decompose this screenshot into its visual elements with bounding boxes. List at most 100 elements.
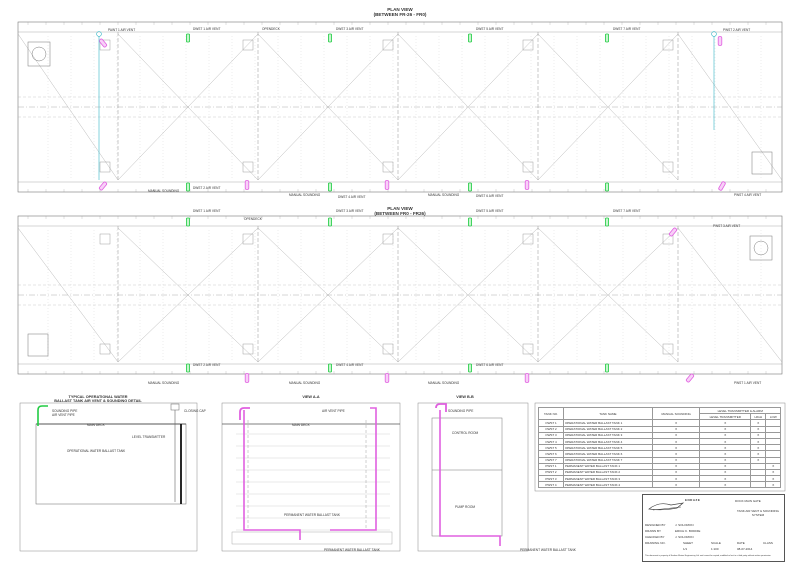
col-tank-name: TANK NAME	[562, 406, 653, 421]
plan-bottom-label: MANUAL SOUNDING	[428, 381, 460, 385]
manhole	[242, 39, 254, 51]
detail-level-transmitter: LEVEL TRANSMITTER	[132, 435, 166, 439]
diagonal-brace	[397, 227, 539, 363]
scale-value: 1:100	[711, 547, 719, 551]
manhole	[382, 233, 394, 245]
view-bb-pipe-note: SOUNDING PIPE	[448, 409, 474, 413]
air-vent-icon	[185, 33, 190, 43]
plan-top-subtitle: (BETWEEN FR-26 - FR0)	[373, 12, 427, 18]
view-aa-main-deck: MAIN DECK	[292, 423, 310, 427]
plan-bottom-label: PWST 1 AIR VENT	[734, 381, 762, 385]
end-structure-circle	[753, 240, 769, 256]
sounding-pipe-icon	[717, 36, 723, 46]
air-vent-icon	[185, 363, 190, 373]
cyan-pipe-end-icon	[96, 31, 102, 37]
detail-air-vent-pipe: AIR VENT PIPE	[52, 413, 75, 417]
diagonal-brace	[17, 33, 119, 181]
sounding-pipe-icon	[524, 373, 530, 383]
air-vent-icon	[327, 33, 332, 43]
plan-bottom-label: MANUAL SOUNDING	[289, 381, 321, 385]
sounding-pipe-icon	[244, 373, 250, 383]
detail-title-block: TYPICAL OPERATIONAL WATER BALLAST TANK A…	[54, 395, 142, 404]
diagonal-brace	[677, 33, 783, 181]
view-bb-title: VIEW B-B	[456, 395, 474, 399]
end-structure-circle	[31, 46, 47, 62]
table-cell: X	[651, 481, 701, 489]
air-vent-icon	[605, 33, 610, 43]
diagonal-brace	[257, 227, 399, 363]
air-vent-icon	[467, 363, 472, 373]
diagonal-brace	[257, 33, 399, 181]
plan-top-label: MANUAL SOUNDING	[148, 189, 180, 193]
plan-top-title: PLAN VIEW	[387, 7, 413, 12]
air-vent-icon	[185, 182, 190, 192]
manhole	[99, 343, 111, 355]
sounding-pipe-icon	[384, 373, 390, 383]
view-bb-pump-room: PUMP ROOM	[455, 505, 475, 509]
plan-bottom-label: DWST 6 AIR VENT	[476, 363, 504, 367]
diagonal-brace	[117, 33, 259, 181]
diagonal-brace	[677, 227, 783, 363]
view-aa-bottom-label: PERMANENT WATER BALLAST TANK	[324, 548, 380, 552]
manhole	[382, 343, 394, 355]
title-block-footer: This document is property of Endaze Mari…	[645, 555, 771, 557]
detail-air-vent-pipe	[37, 405, 48, 426]
plan-bottom-label: DWST 3 AIR VENT	[336, 209, 364, 213]
plan-top-label: DWST 7 AIR VENT	[613, 27, 641, 31]
end-structure	[27, 333, 49, 357]
col-tank-no: TANK NO.	[538, 406, 564, 421]
plan-bottom-label: PWST 3 AIR VENT	[713, 224, 741, 228]
company-logo	[648, 502, 685, 511]
air-vent-icon	[605, 217, 610, 227]
checked-by: J. SOLOMON	[675, 535, 694, 539]
plan-top-label: DWST 1 AIR VENT	[193, 27, 221, 31]
detail-title-line1: TYPICAL OPERATIONAL WATER	[68, 395, 128, 399]
detail-title-line2: BALLAST TANK AIR VENT & SOUNDING DETAIL	[54, 398, 142, 403]
end-structure	[749, 235, 773, 261]
sounding-pipe-icon	[98, 181, 108, 191]
view-bb-room	[431, 417, 503, 537]
plan-bottom-label: MANUAL SOUNDING	[148, 381, 180, 385]
air-vent-icon	[327, 182, 332, 192]
plan-bottom-title: PLAN VIEW	[387, 206, 413, 211]
manhole	[99, 233, 111, 245]
tank-table: TANK NO. TANK NAME MANUAL SOUNDING LEVEL…	[538, 406, 781, 489]
air-vent-icon	[467, 33, 472, 43]
plan-top-label: DWST 2 AIR VENT	[193, 186, 221, 190]
manhole	[522, 161, 534, 173]
detail-main-deck: MAIN DECK	[87, 423, 105, 427]
plan-bottom-title-block: PLAN VIEW (BETWEEN FR0 - FR26)	[374, 206, 425, 217]
scale-label: SCALE	[711, 541, 721, 545]
view-bb-control-room: CONTROL ROOM	[451, 431, 479, 435]
sounding-pipe-icon	[718, 181, 726, 191]
table-frame	[534, 402, 786, 492]
sounding-pipe-icon	[685, 373, 695, 383]
manhole	[242, 233, 254, 245]
air-vent-icon	[605, 363, 610, 373]
diagonal-brace	[17, 227, 119, 363]
diagonal-brace	[397, 33, 539, 181]
table-cell: X	[699, 481, 752, 489]
manhole	[242, 343, 254, 355]
sounding-pipe-icon	[244, 180, 250, 190]
diagonal-brace	[537, 227, 679, 363]
drawing-no-label: DRAWING NO.	[645, 541, 666, 545]
plan-top-label: PWST 2 AIR VENT	[723, 28, 751, 32]
end-structure	[751, 151, 773, 175]
plan-bottom-label: OPENDECK	[244, 217, 262, 221]
plan-top-title-block: PLAN VIEW (BETWEEN FR-26 - FR0)	[374, 7, 427, 18]
plan-top-label: DWST 5 AIR VENT	[476, 27, 504, 31]
view-aa-bottom-tank	[231, 531, 393, 545]
designed-by-label: DESIGNED BY	[645, 523, 666, 527]
plan-top-label: OPENDECK	[262, 27, 280, 31]
view-aa-title: VIEW A-A	[302, 395, 320, 399]
table-cell: X	[765, 481, 781, 489]
sheet-value: 1/1	[683, 547, 688, 551]
manhole	[99, 39, 111, 51]
